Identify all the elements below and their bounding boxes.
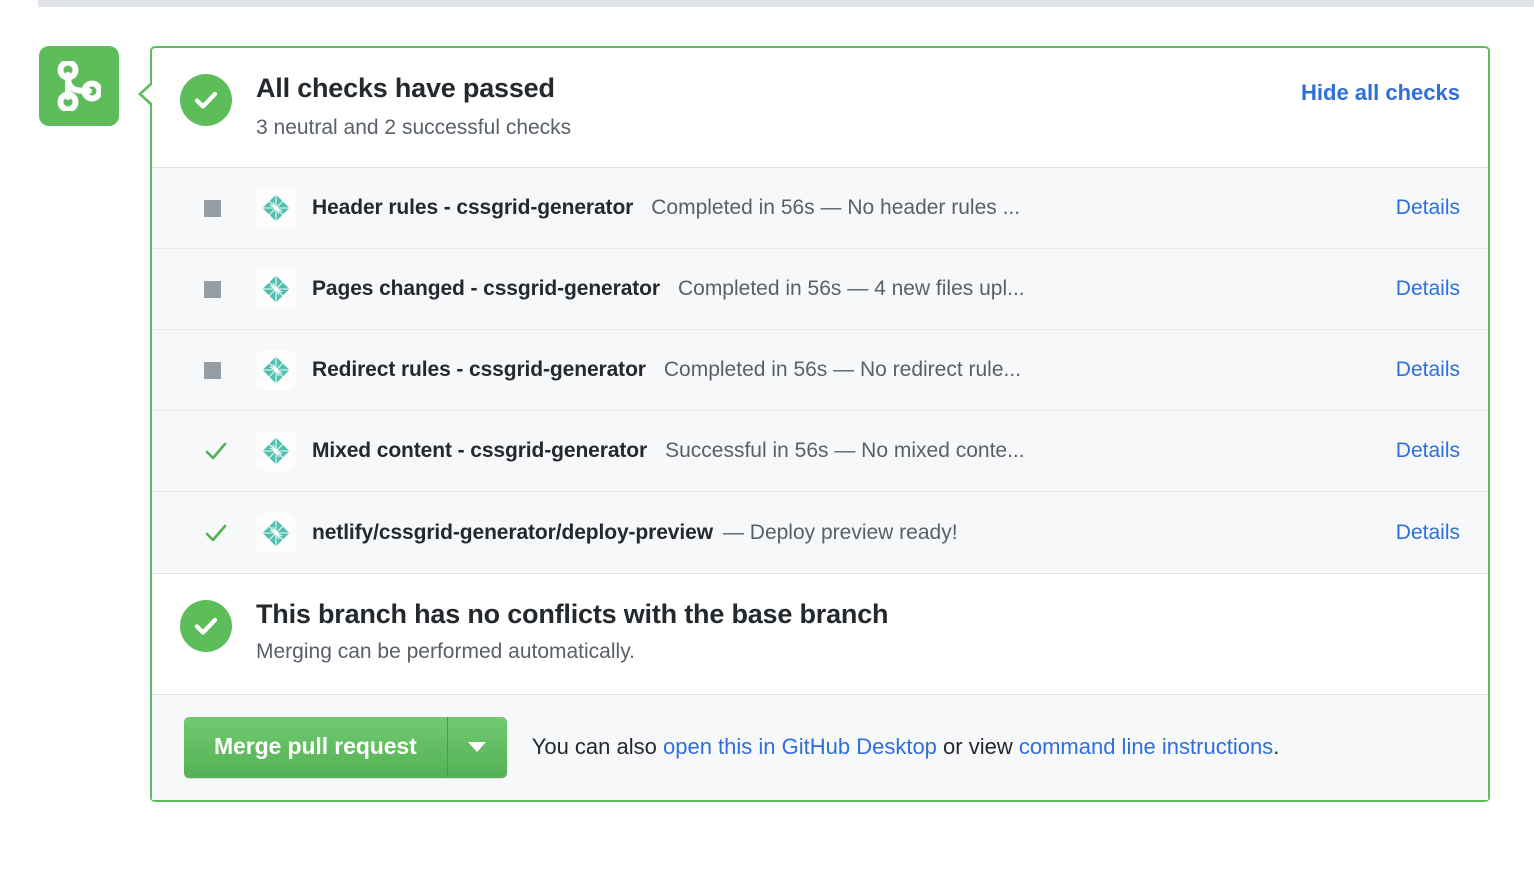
- netlify-logo-icon: [256, 269, 296, 310]
- git-merge-icon: [57, 61, 101, 111]
- command-line-instructions-link[interactable]: command line instructions: [1018, 734, 1274, 760]
- help-text-suffix: .: [1273, 734, 1280, 760]
- page-top-strip: [38, 0, 1534, 7]
- table-row[interactable]: netlify/cssgrid-generator/deploy-preview…: [152, 492, 1488, 574]
- check-circle-icon: [180, 74, 232, 126]
- details-link[interactable]: Details: [1395, 520, 1460, 544]
- page-title: All checks have passed: [256, 73, 555, 103]
- table-row[interactable]: Pages changed - cssgrid-generator Comple…: [152, 249, 1488, 331]
- check-name: netlify/cssgrid-generator/deploy-preview: [312, 520, 713, 544]
- netlify-logo-icon: [256, 512, 296, 553]
- check-icon: [204, 439, 246, 463]
- check-icon: [204, 521, 246, 545]
- netlify-logo-icon: [256, 431, 296, 472]
- netlify-logo-icon: [256, 350, 296, 391]
- neutral-square-icon: [204, 280, 246, 298]
- merge-button-group[interactable]: Merge pull request: [184, 716, 507, 778]
- check-name: Pages changed - cssgrid-generator: [312, 277, 660, 301]
- merge-footer: Merge pull request You can also open thi…: [152, 693, 1488, 800]
- check-description: Completed in 56s — No header rules ...: [651, 196, 1021, 220]
- neutral-square-icon: [204, 361, 246, 379]
- check-name: Redirect rules - cssgrid-generator: [312, 358, 646, 382]
- details-link[interactable]: Details: [1395, 358, 1460, 382]
- table-row[interactable]: Redirect rules - cssgrid-generator Compl…: [152, 330, 1488, 412]
- table-row[interactable]: Header rules - cssgrid-generator Complet…: [152, 168, 1488, 250]
- checks-summary: 3 neutral and 2 successful checks: [256, 115, 572, 139]
- check-description: — Deploy preview ready!: [722, 520, 958, 544]
- neutral-square-icon: [204, 199, 246, 217]
- check-description: Completed in 56s — No redirect rule...: [663, 358, 1022, 382]
- check-description: Successful in 56s — No mixed conte...: [665, 439, 1025, 463]
- bubble-arrow-inner: [142, 82, 155, 106]
- help-text-middle: or view: [936, 734, 1019, 760]
- merge-pull-request-button[interactable]: Merge pull request: [184, 716, 447, 778]
- table-row[interactable]: Mixed content - cssgrid-generator Succes…: [152, 411, 1488, 493]
- check-name: Mixed content - cssgrid-generator: [312, 439, 648, 463]
- merge-help-text: You can also open this in GitHub Desktop…: [532, 734, 1280, 760]
- check-description: Completed in 56s — 4 new files upl...: [677, 277, 1025, 301]
- hide-all-checks-link[interactable]: Hide all checks: [1301, 80, 1460, 105]
- checks-list: Header rules - cssgrid-generator Complet…: [152, 167, 1488, 574]
- details-link[interactable]: Details: [1395, 439, 1460, 463]
- details-link[interactable]: Details: [1395, 277, 1460, 301]
- merge-status-card: All checks have passed 3 neutral and 2 s…: [138, 46, 1490, 802]
- merge-state-badge: [39, 46, 119, 126]
- merge-options-dropdown-button[interactable]: [446, 716, 507, 778]
- check-name: Header rules - cssgrid-generator: [312, 196, 634, 220]
- conflict-subtitle: Merging can be performed automatically.: [256, 639, 635, 663]
- help-text-prefix: You can also: [531, 734, 663, 760]
- checks-header: All checks have passed 3 neutral and 2 s…: [152, 48, 1488, 167]
- check-circle-icon: [180, 600, 232, 653]
- chevron-down-icon: [468, 742, 487, 753]
- conflict-title: This branch has no conflicts with the ba…: [256, 599, 889, 630]
- github-desktop-link[interactable]: open this in GitHub Desktop: [662, 734, 937, 760]
- netlify-logo-icon: [256, 188, 296, 229]
- details-link[interactable]: Details: [1395, 196, 1460, 220]
- branch-conflict-status: This branch has no conflicts with the ba…: [152, 573, 1488, 694]
